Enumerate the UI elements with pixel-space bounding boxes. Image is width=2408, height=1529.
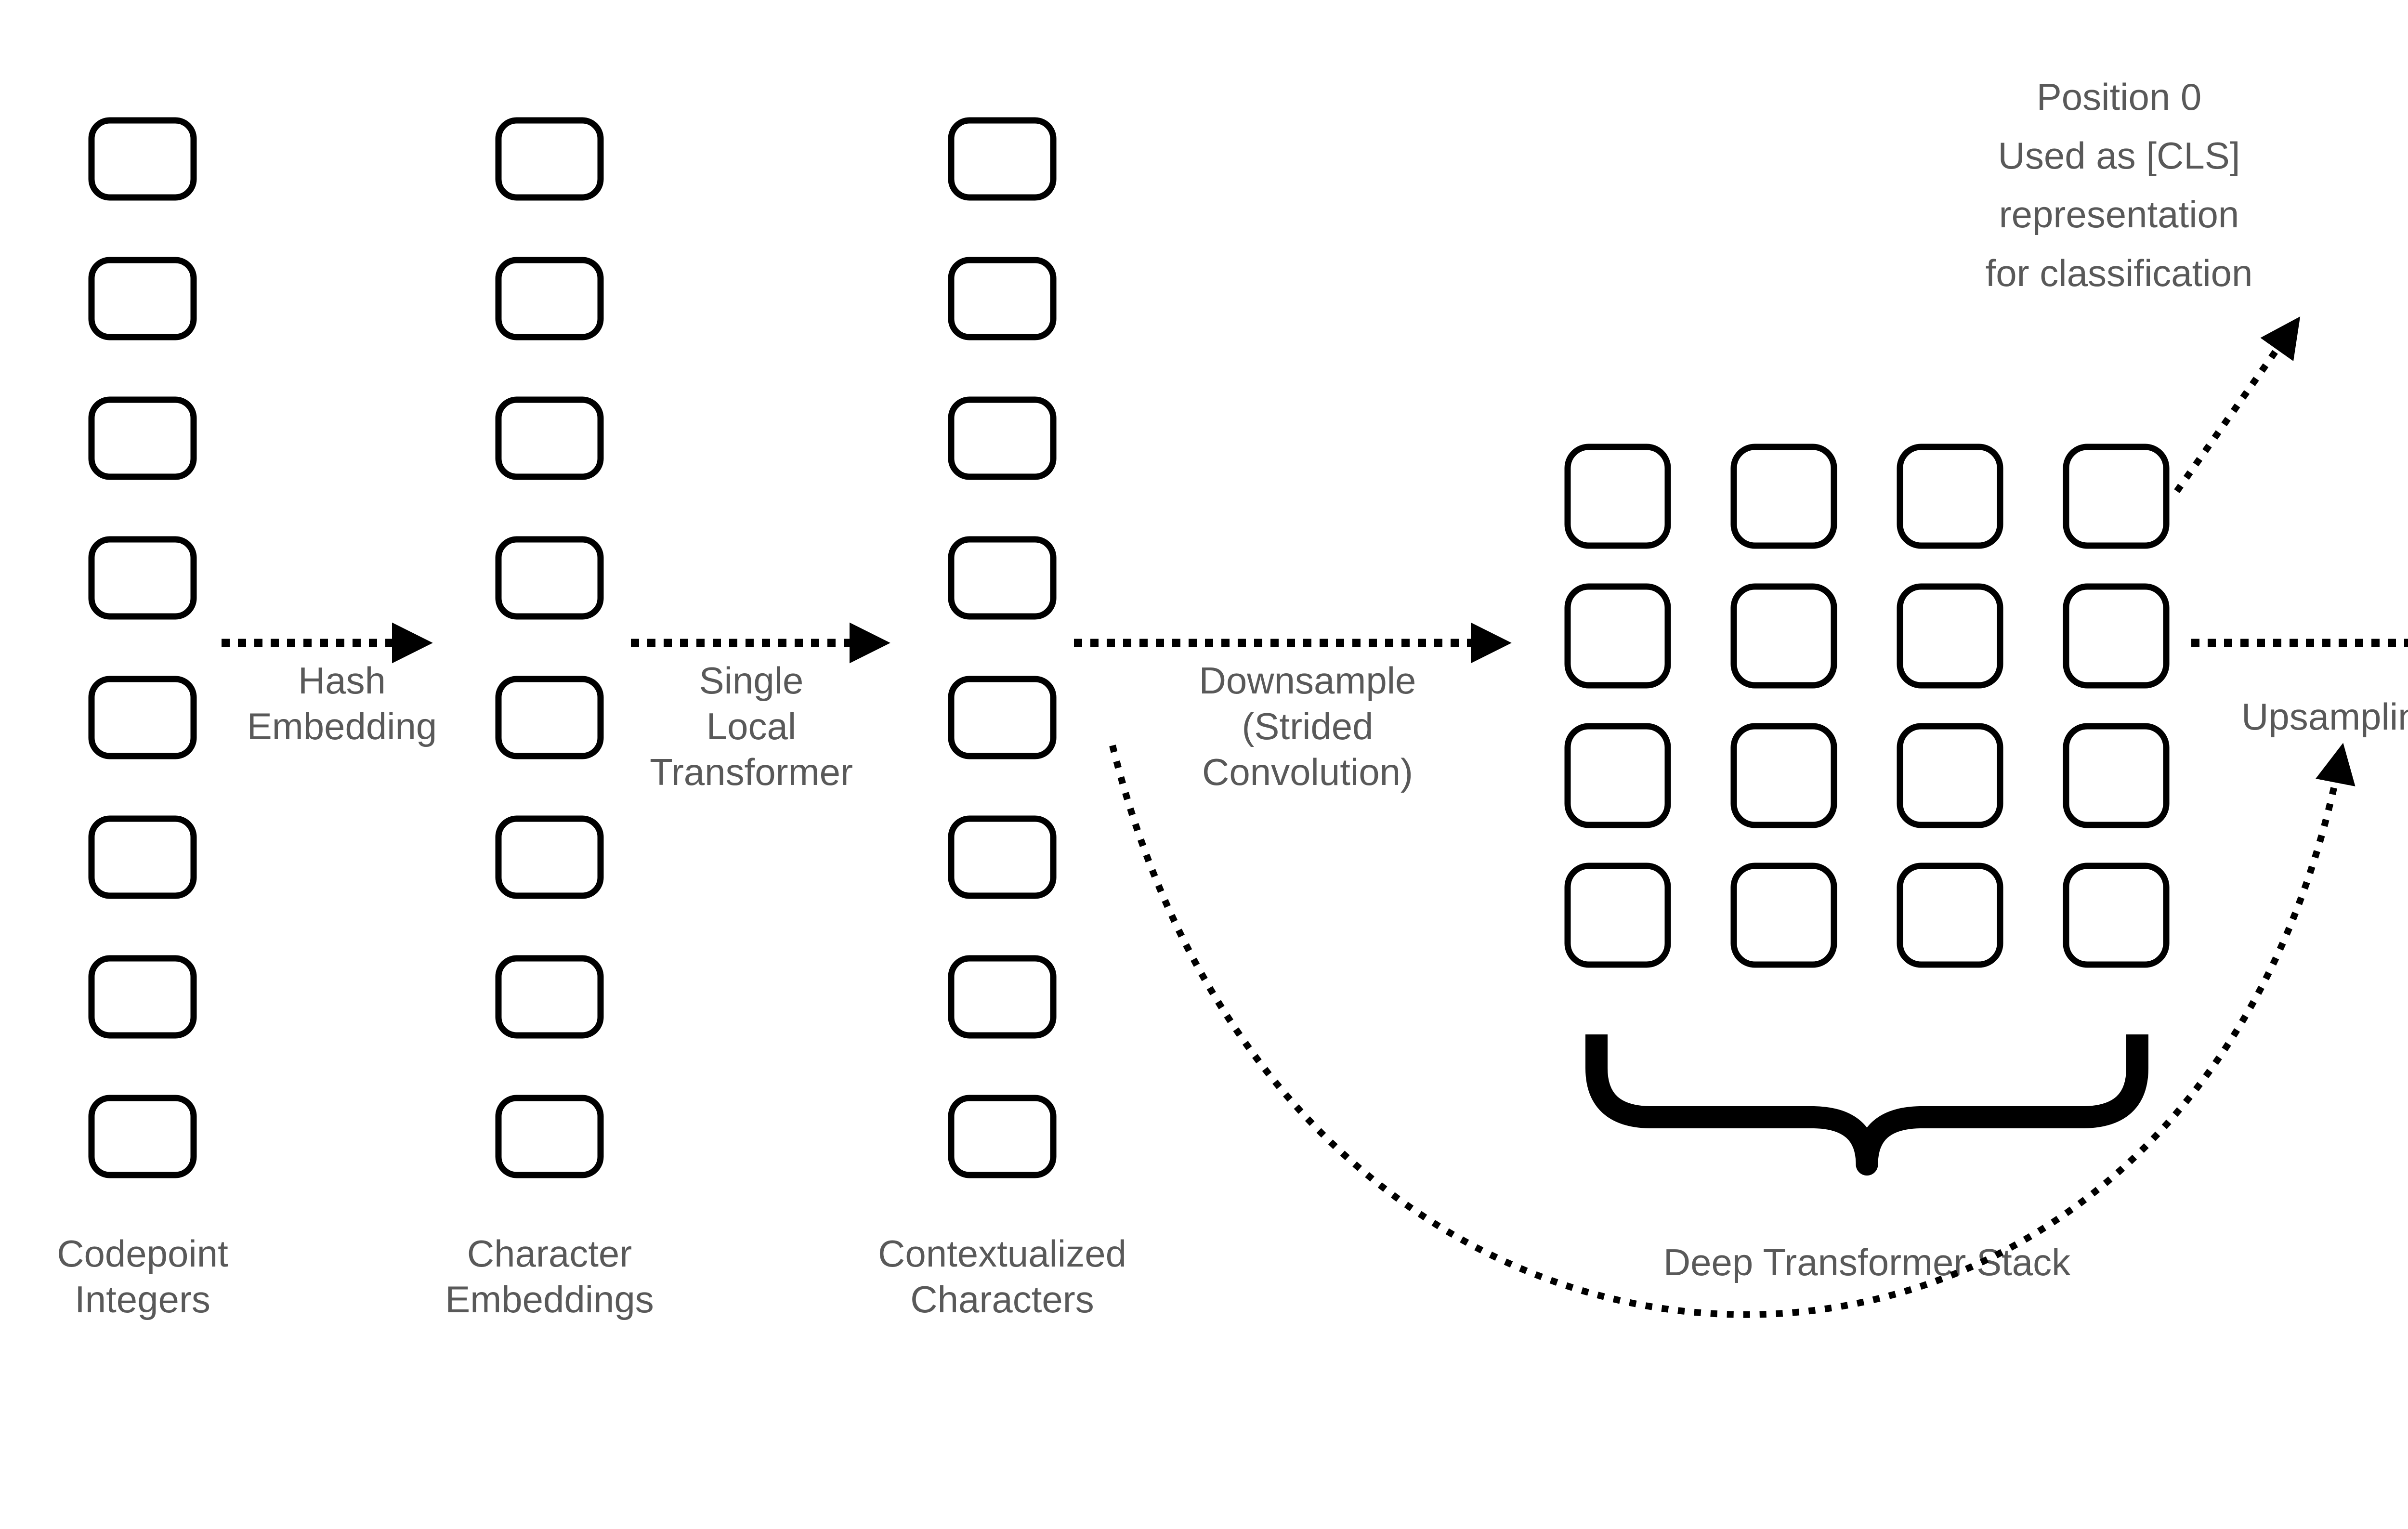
stack-box <box>1897 863 2003 968</box>
stack-box <box>1564 444 1671 549</box>
token-box <box>88 396 197 480</box>
stack-box <box>1730 863 1837 968</box>
annotation-line: Position 0 <box>2037 76 2202 118</box>
arrow-upsampling: Upsampling <box>2191 639 2408 738</box>
token-box <box>948 536 1057 620</box>
arrow-label-line: (Strided <box>1242 705 1373 747</box>
token-box <box>495 396 604 480</box>
annotation-line: Used as [CLS] <box>1998 134 2240 177</box>
stack-brace <box>1585 1034 2148 1176</box>
token-box <box>948 676 1057 759</box>
column-label-line: Integers <box>75 1278 210 1320</box>
token-box <box>948 955 1057 1039</box>
annotation-line: representation <box>1999 193 2239 235</box>
token-box <box>88 676 197 759</box>
annotation-arrow <box>2174 316 2301 494</box>
arrow-label-line: Local <box>707 705 796 747</box>
arrow-label-line: Embedding <box>247 705 437 747</box>
token-column-contextualized-characters <box>948 117 1057 1178</box>
stack-box <box>1897 444 2003 549</box>
token-box <box>495 536 604 620</box>
stack-box <box>1564 723 1671 828</box>
annotation-line: for classification <box>1986 252 2253 294</box>
token-box <box>948 396 1057 480</box>
token-column-character-embeddings <box>495 117 604 1178</box>
stack-brace-layer: Deep Transformer Stack <box>1585 1034 2148 1283</box>
stack-box <box>2063 723 2170 828</box>
stack-box <box>1730 583 1837 689</box>
annotations-layer: Position 0 Used as [CLS] representation for… <box>1986 76 2301 494</box>
stack-label: Deep Transformer Stack <box>1663 1241 2071 1283</box>
cls-annotation: Position 0 Used as [CLS] representation for… <box>1986 76 2301 494</box>
arrow-label-line: Hash <box>298 659 386 702</box>
stack-box <box>1897 723 2003 828</box>
token-box <box>495 117 604 201</box>
stack-box <box>1897 583 2003 689</box>
arrow-label-line: Upsampling <box>2241 695 2408 738</box>
column-label-line: Codepoint <box>57 1232 228 1275</box>
token-box <box>948 117 1057 201</box>
residual-curve <box>1109 743 2356 1318</box>
transformer-stack-layer <box>1564 444 2170 968</box>
column-label-line: Contextualized <box>878 1232 1126 1275</box>
stack-box <box>1564 863 1671 968</box>
token-columns-layer <box>88 117 1057 1178</box>
token-box <box>495 1095 604 1178</box>
arrow-label-line: Downsample <box>1199 659 1416 702</box>
token-box <box>495 955 604 1039</box>
column-label-line: Characters <box>910 1278 1094 1320</box>
token-box <box>88 955 197 1039</box>
token-box <box>495 257 604 340</box>
token-box <box>88 117 197 201</box>
token-box <box>88 536 197 620</box>
column-label-line: Embeddings <box>445 1278 654 1320</box>
stack-box <box>2063 444 2170 549</box>
arrow-label-line: Transformer <box>650 751 853 793</box>
token-column-codepoint-integers <box>88 117 197 1178</box>
stack-box <box>2063 863 2170 968</box>
token-box <box>495 676 604 759</box>
stack-box <box>1564 583 1671 689</box>
token-box <box>495 815 604 899</box>
arrow-label-line: Single <box>699 659 804 702</box>
token-box <box>948 257 1057 340</box>
token-box <box>948 1095 1057 1178</box>
residual-curve-layer <box>1109 743 2356 1318</box>
token-box <box>88 257 197 340</box>
stack-box <box>1730 723 1837 828</box>
stack-box <box>1730 444 1837 549</box>
token-box <box>88 1095 197 1178</box>
arrow-label-line: Convolution) <box>1202 751 1413 793</box>
token-box <box>88 815 197 899</box>
token-box <box>948 815 1057 899</box>
stack-box <box>2063 583 2170 689</box>
column-label-line: Character <box>467 1232 632 1275</box>
